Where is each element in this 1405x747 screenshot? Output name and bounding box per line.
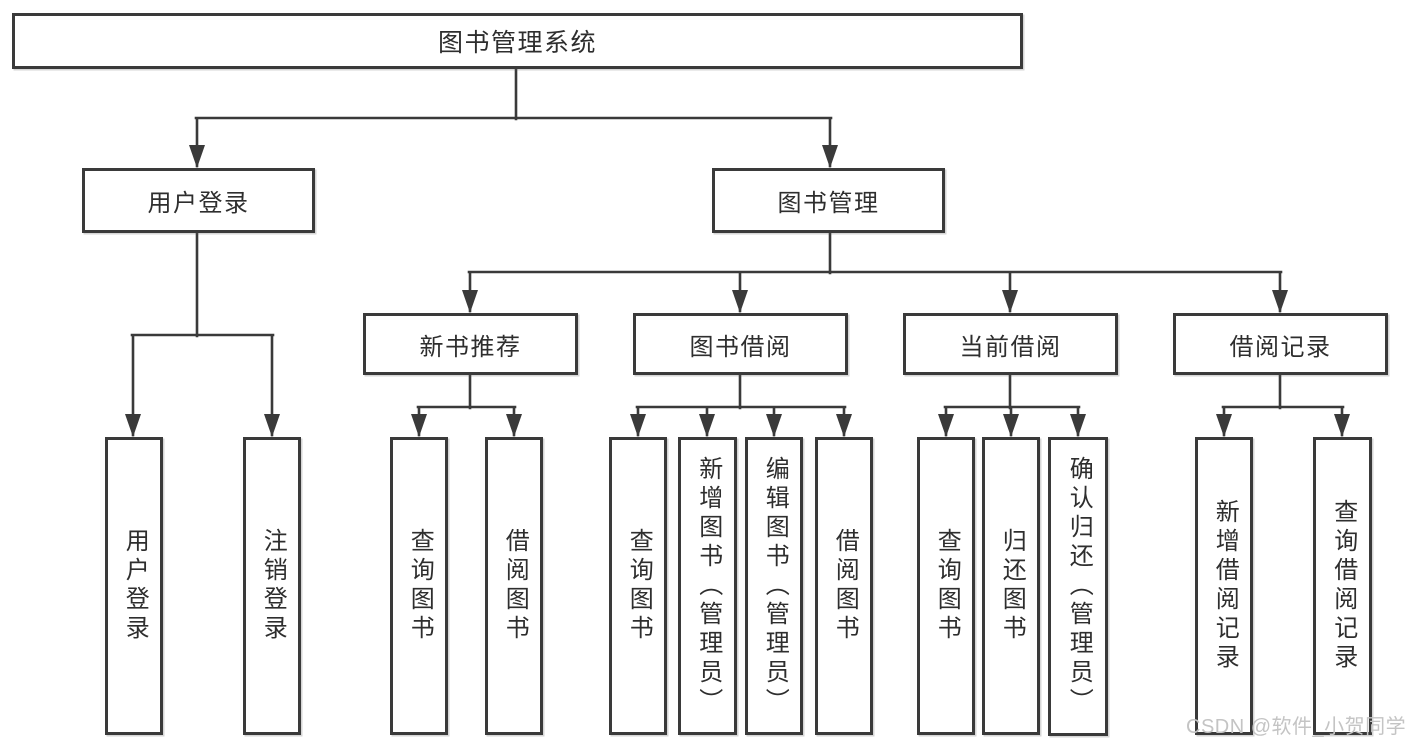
leaf-query-books: 查询图书 (917, 437, 975, 735)
node-new-book-recommendation: 新书推荐 (363, 313, 578, 375)
node-borrowing-records: 借阅记录 (1173, 313, 1388, 375)
arrowhead (125, 414, 141, 437)
connector-user-login-to-children (130, 231, 275, 437)
arrowhead (699, 414, 715, 437)
connector-book-management-to-groups (467, 231, 1283, 313)
arrowhead (732, 290, 748, 313)
leaf-add-books-admin: 新增图书（管理员） (678, 437, 737, 735)
leaf-logout-login: 注销登录 (243, 437, 301, 735)
arrowhead (462, 290, 478, 313)
arrowhead (766, 414, 782, 437)
leaf-confirm-return-admin: 确认归还（管理员） (1048, 437, 1108, 736)
leaf-borrow-books: 借阅图书 (485, 437, 543, 735)
node-current-borrowing: 当前借阅 (903, 313, 1118, 375)
connector-borrowing-to-children (635, 373, 847, 437)
arrowhead (1070, 414, 1086, 437)
connector-paths (130, 67, 1345, 437)
arrowhead (1272, 290, 1288, 313)
leaf-borrow-books: 借阅图书 (815, 437, 873, 735)
leaf-user-login: 用户登录 (105, 437, 163, 735)
node-book-management: 图书管理 (712, 168, 945, 233)
arrowhead (1003, 414, 1019, 437)
leaf-return-books: 归还图书 (982, 437, 1040, 735)
leaf-query-borrow-record: 查询借阅记录 (1313, 437, 1372, 735)
leaf-edit-books-admin: 编辑图书（管理员） (745, 437, 803, 735)
arrowhead (836, 414, 852, 437)
arrowhead (189, 145, 205, 168)
connector-recommend-to-children (416, 373, 517, 437)
node-user-login: 用户登录 (82, 168, 315, 233)
arrowhead (1002, 290, 1018, 313)
arrowhead (938, 414, 954, 437)
arrowhead (822, 145, 838, 168)
node-root: 图书管理系统 (12, 13, 1023, 69)
arrowhead (1216, 414, 1232, 437)
connector-records-to-children (1221, 373, 1345, 437)
connector-current-to-children (943, 373, 1081, 437)
node-book-borrowing: 图书借阅 (633, 313, 848, 375)
arrowhead (1334, 414, 1350, 437)
arrowhead (411, 414, 427, 437)
watermark: CSDN @软件_小贺同学 (1186, 716, 1405, 738)
arrowhead (264, 414, 280, 437)
leaf-query-books: 查询图书 (390, 437, 448, 735)
arrowhead (506, 414, 522, 437)
arrowhead (630, 414, 646, 437)
connector-root-to-level2 (194, 67, 833, 168)
leaf-query-books: 查询图书 (609, 437, 667, 735)
leaf-add-borrow-record: 新增借阅记录 (1195, 437, 1253, 735)
